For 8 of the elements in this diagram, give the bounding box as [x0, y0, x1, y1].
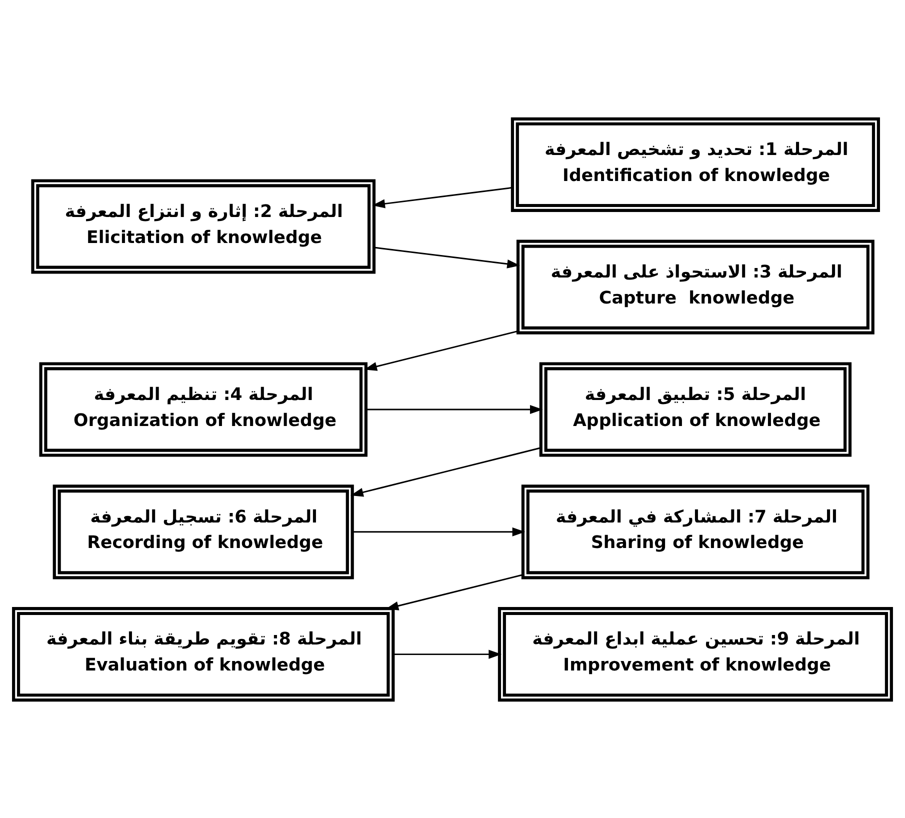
arrow: [374, 246, 520, 268]
arrow: [364, 330, 518, 370]
arrow: [393, 649, 502, 658]
arrow: [350, 446, 541, 496]
arrow: [386, 574, 524, 610]
arrow: [372, 186, 512, 208]
arrow: [352, 526, 526, 536]
arrow: [366, 404, 543, 414]
